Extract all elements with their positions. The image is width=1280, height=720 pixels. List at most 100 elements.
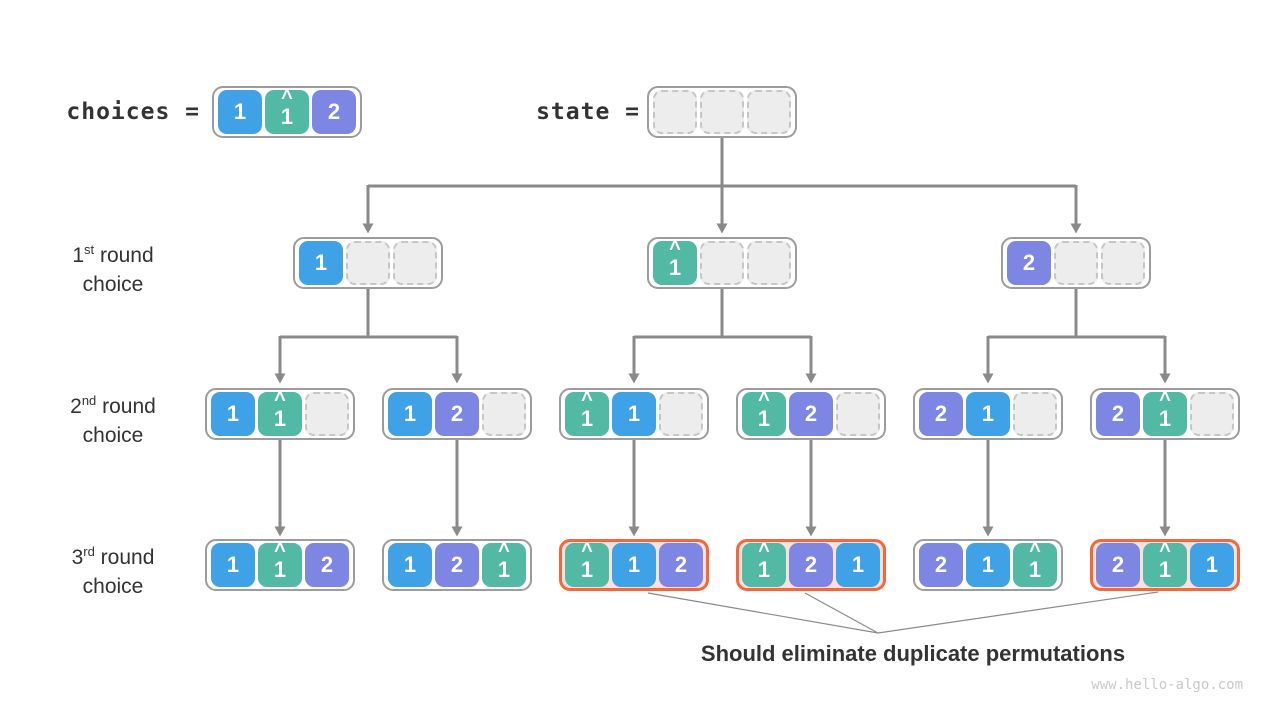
- element-cell: 1: [299, 241, 343, 285]
- cell-value: 1: [1028, 557, 1042, 582]
- element-cell: ^1: [565, 540, 609, 587]
- cell-value: 1: [757, 557, 771, 582]
- cell-value: 1: [580, 557, 594, 582]
- cell-value: 1: [314, 250, 328, 275]
- element-cell: ^1: [653, 238, 697, 285]
- empty-slot-cell: [1101, 241, 1145, 285]
- cell-value: 1: [273, 557, 287, 582]
- element-cell: ^1: [565, 390, 609, 436]
- empty-slot-cell: [747, 90, 791, 134]
- round2-label-line1: 2nd round: [70, 393, 156, 418]
- element-cell: ^1: [258, 390, 302, 436]
- element-cell: 1: [966, 543, 1010, 587]
- empty-slot-cell: [700, 90, 744, 134]
- round2-node-2-1hat: 2^1: [1090, 388, 1240, 440]
- element-cell: 2: [919, 392, 963, 436]
- cell-value: 1: [497, 557, 511, 582]
- hat-icon: ^: [758, 389, 770, 411]
- hat-icon: ^: [498, 540, 510, 562]
- cell-value: 2: [674, 552, 688, 577]
- cell-value: 1: [580, 406, 594, 431]
- round1-label: 1st round choice: [33, 235, 193, 299]
- cell-value: 1: [226, 552, 240, 577]
- empty-slot-cell: [346, 241, 390, 285]
- cell-value: 1: [1205, 552, 1219, 577]
- round3-label-line2: choice: [82, 575, 144, 598]
- round2-label: 2nd round choice: [33, 386, 193, 450]
- empty-slot-cell: [836, 392, 880, 436]
- cell-value: 1: [233, 99, 247, 124]
- element-cell: 1: [211, 392, 255, 436]
- round1-label-line2: choice: [82, 273, 144, 296]
- cell-value: 2: [327, 99, 341, 124]
- element-cell: 2: [1096, 392, 1140, 436]
- round2-node-1-1hat: 1^1: [205, 388, 355, 440]
- empty-slot-cell: [305, 392, 349, 436]
- cell-value: 2: [934, 552, 948, 577]
- empty-slot-cell: [659, 392, 703, 436]
- round1-node-1hat: ^1: [647, 237, 797, 289]
- cell-value: 2: [1111, 552, 1125, 577]
- state-label: state =: [536, 99, 640, 125]
- cell-value: 1: [757, 406, 771, 431]
- cell-value: 2: [320, 552, 334, 577]
- round1-node-2: 2: [1001, 237, 1151, 289]
- watermark: www.hello-algo.com: [1091, 677, 1243, 693]
- hat-icon: ^: [281, 87, 293, 109]
- cell-value: 2: [804, 401, 818, 426]
- element-cell: ^1: [1143, 540, 1187, 587]
- cell-value: 1: [403, 552, 417, 577]
- cell-value: 2: [1022, 250, 1036, 275]
- cell-value: 1: [403, 401, 417, 426]
- cell-value: 1: [627, 552, 641, 577]
- cell-value: 2: [1111, 401, 1125, 426]
- element-cell: 2: [659, 543, 703, 587]
- element-cell: 2: [435, 543, 479, 587]
- element-cell: ^1: [482, 540, 526, 587]
- hat-icon: ^: [669, 238, 681, 260]
- cell-value: 1: [981, 401, 995, 426]
- element-cell: 1: [612, 543, 656, 587]
- cell-value: 1: [1158, 406, 1172, 431]
- cell-value: 1: [226, 401, 240, 426]
- hat-icon: ^: [581, 540, 593, 562]
- element-cell: 2: [312, 90, 356, 134]
- hat-icon: ^: [274, 540, 286, 562]
- element-cell: 1: [211, 543, 255, 587]
- hat-icon: ^: [1159, 540, 1171, 562]
- empty-slot-cell: [747, 241, 791, 285]
- duplicate-callout-lines: [647, 591, 1159, 634]
- cell-value: 1: [627, 401, 641, 426]
- element-cell: ^1: [742, 389, 786, 436]
- element-cell: 2: [789, 543, 833, 587]
- hat-icon: ^: [758, 540, 770, 562]
- cell-value: 1: [1158, 557, 1172, 582]
- element-cell: ^1: [1013, 540, 1057, 587]
- cell-value: 1: [981, 552, 995, 577]
- element-cell: 2: [919, 543, 963, 587]
- round3-label-line1: 3rd round: [71, 544, 155, 569]
- round3-label: 3rd round choice: [33, 537, 193, 601]
- cell-value: 2: [934, 401, 948, 426]
- empty-slot-cell: [1054, 241, 1098, 285]
- empty-slot-cell: [1190, 392, 1234, 436]
- element-cell: 1: [1190, 543, 1234, 587]
- cell-value: 1: [668, 255, 682, 280]
- cell-value: 1: [273, 406, 287, 431]
- cell-value: 1: [280, 104, 294, 129]
- empty-slot-cell: [1013, 392, 1057, 436]
- element-cell: 1: [966, 392, 1010, 436]
- empty-slot-cell: [393, 241, 437, 285]
- cell-value: 1: [851, 552, 865, 577]
- hat-icon: ^: [1029, 540, 1041, 562]
- empty-slot-cell: [700, 241, 744, 285]
- round1-node-1: 1: [293, 237, 443, 289]
